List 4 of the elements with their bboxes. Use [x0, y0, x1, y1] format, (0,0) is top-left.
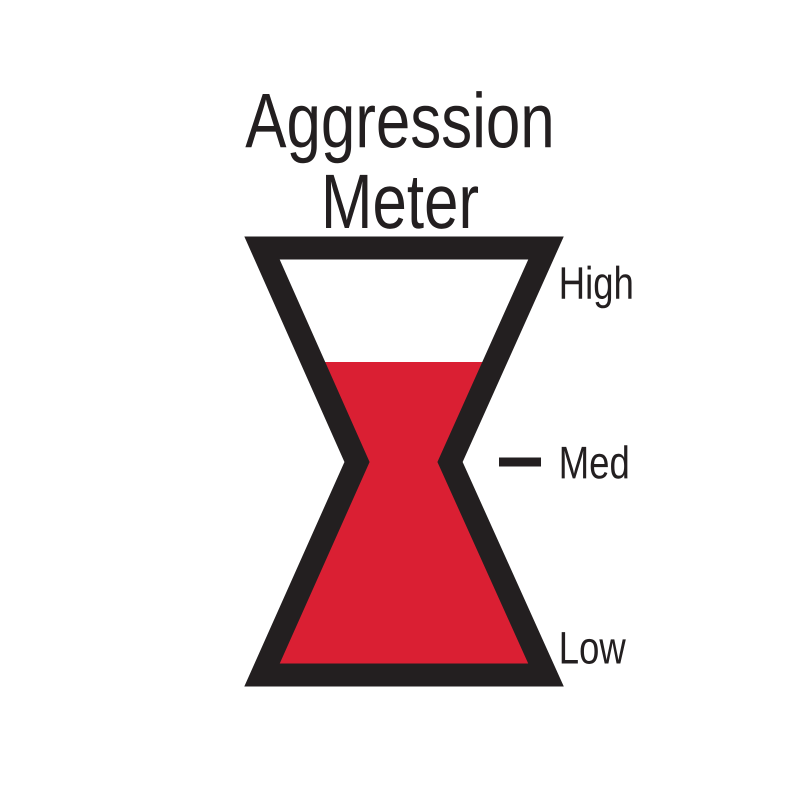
title: Aggression Meter — [245, 91, 551, 229]
level-label: High — [562, 266, 632, 308]
level-label: Low — [562, 632, 626, 664]
level-label: Med — [562, 445, 628, 479]
